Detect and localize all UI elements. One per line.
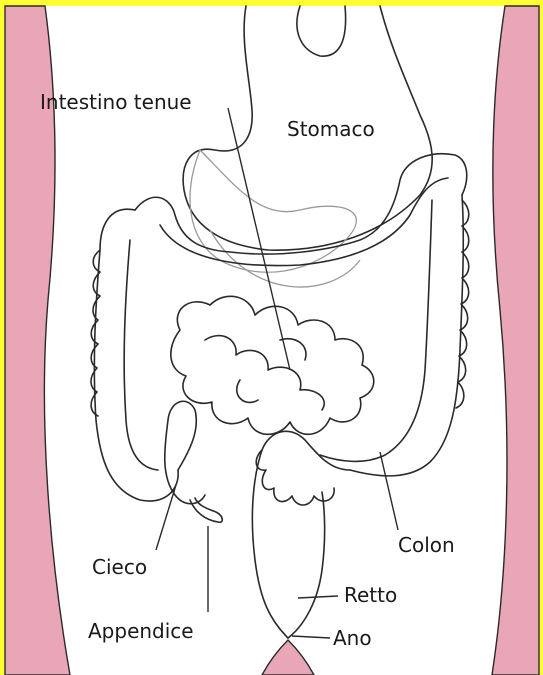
label-anus: Ano bbox=[333, 626, 372, 650]
label-cecum: Cieco bbox=[92, 555, 147, 579]
label-colon: Colon bbox=[398, 533, 455, 557]
label-rectum: Retto bbox=[344, 583, 397, 607]
label-stomach: Stomaco bbox=[287, 117, 375, 141]
label-small-intestine: Intestino tenue bbox=[40, 90, 192, 114]
label-appendix: Appendice bbox=[88, 619, 194, 643]
